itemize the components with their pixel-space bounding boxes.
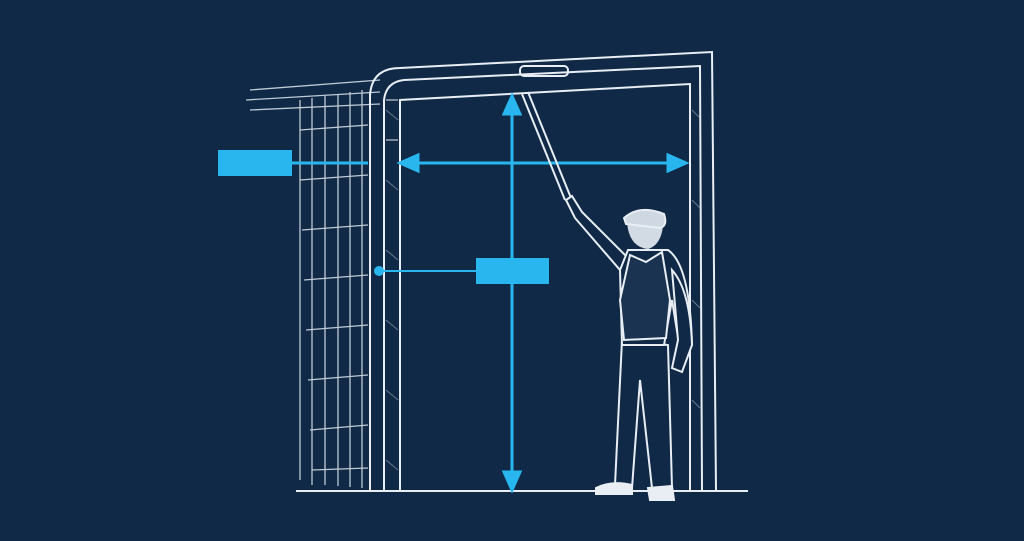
pointer-stick	[521, 91, 572, 201]
vest	[618, 250, 672, 342]
shoes	[595, 482, 676, 501]
width-arrow	[396, 152, 690, 174]
goal-post-hatching	[385, 109, 701, 471]
goal-net	[245, 79, 381, 488]
lowered-arm	[670, 267, 694, 374]
height-arrow	[501, 92, 523, 494]
head	[626, 220, 664, 250]
width-label-box	[218, 150, 292, 176]
man-figure	[564, 194, 694, 501]
flat-cap	[622, 208, 667, 230]
height-label-box	[476, 258, 549, 284]
post-marker-dot	[374, 266, 384, 276]
